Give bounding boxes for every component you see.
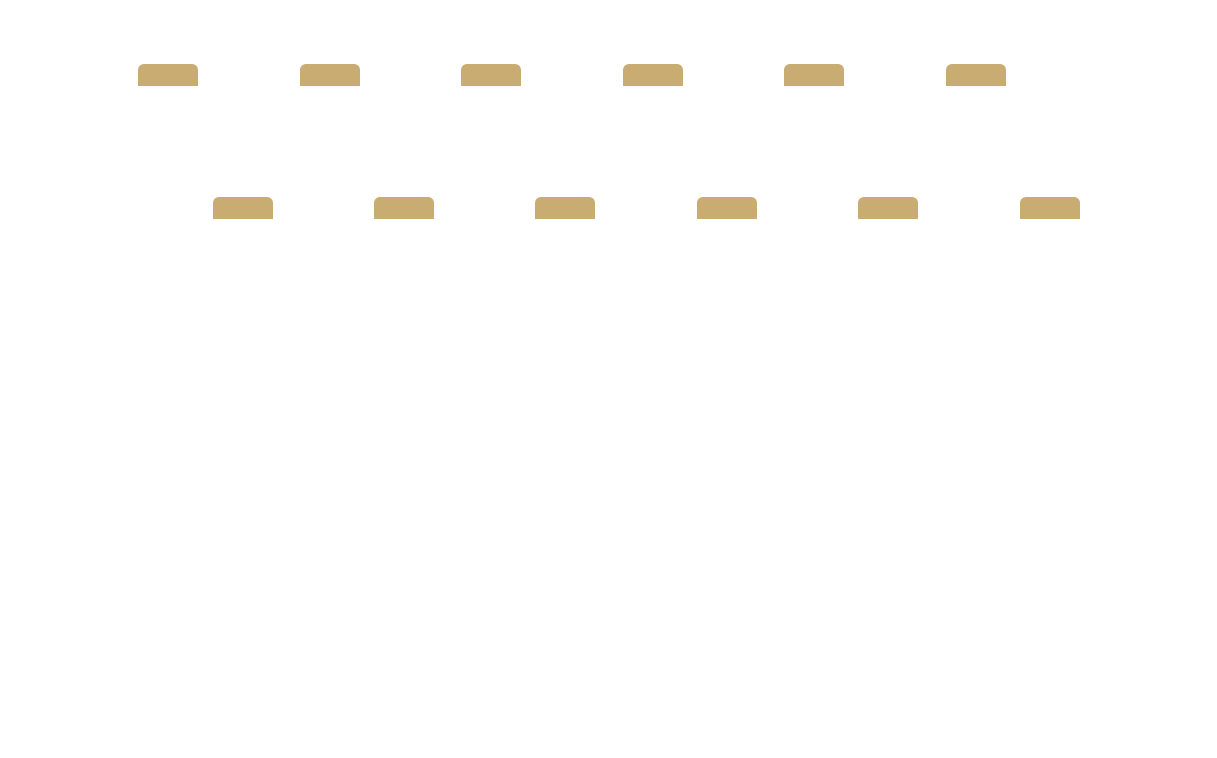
battery-front-6 (977, 0, 1123, 715)
battery-cap (374, 197, 434, 219)
battery-front-3 (492, 0, 638, 715)
battery-cap (213, 197, 273, 219)
battery-front-1 (170, 0, 316, 715)
battery-cap (138, 64, 198, 86)
battery-back-2 (257, 0, 403, 580)
battery-back-3 (418, 0, 564, 580)
battery-cap (858, 197, 918, 219)
battery-cap (946, 64, 1006, 86)
faulty-battery-front-2 (331, 0, 477, 715)
battery-cap (535, 197, 595, 219)
battery-back-5 (741, 0, 887, 580)
battery-cap (784, 64, 844, 86)
battery-cap (461, 64, 521, 86)
battery-front-5 (815, 0, 961, 715)
battery-back-4 (580, 0, 726, 580)
battery-cap (1020, 197, 1080, 219)
battery-back-1 (95, 0, 241, 580)
battery-cap (623, 64, 683, 86)
battery-front-4 (654, 0, 800, 715)
battery-back-6 (903, 0, 1049, 580)
battery-cap (300, 64, 360, 86)
battery-cap (697, 197, 757, 219)
